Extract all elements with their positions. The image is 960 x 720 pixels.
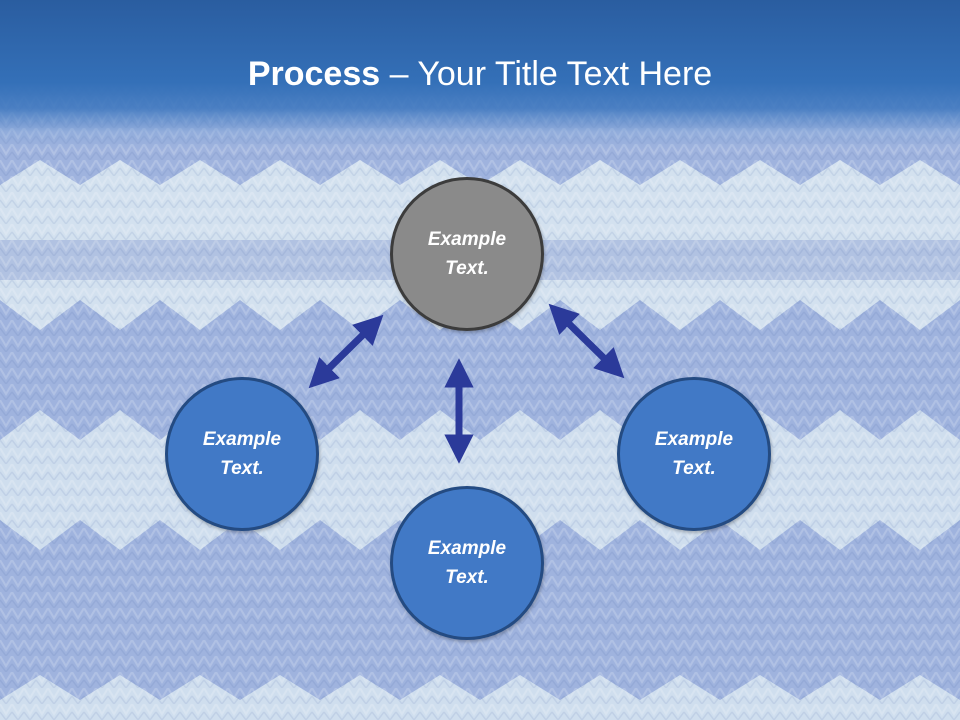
node-bottom: Example Text. [390, 486, 544, 640]
node-top-text: Example Text. [427, 229, 507, 279]
node-left: Example Text. [165, 377, 319, 531]
node-right: Example Text. [617, 377, 771, 531]
node-left-text: Example Text. [202, 429, 282, 479]
arrow-top-right [548, 303, 625, 379]
slide-title-bold: Process [247, 55, 381, 93]
node-top: Example Text. [390, 177, 544, 331]
slide-title: Process – Your Title Text Here [0, 52, 960, 96]
slide-title-rest: – Your Title Text Here [380, 55, 713, 93]
node-right-text: Example Text. [654, 429, 734, 479]
arrow-top-left [308, 314, 384, 389]
title-bar [0, 0, 960, 150]
node-bottom-text: Example Text. [427, 538, 507, 588]
